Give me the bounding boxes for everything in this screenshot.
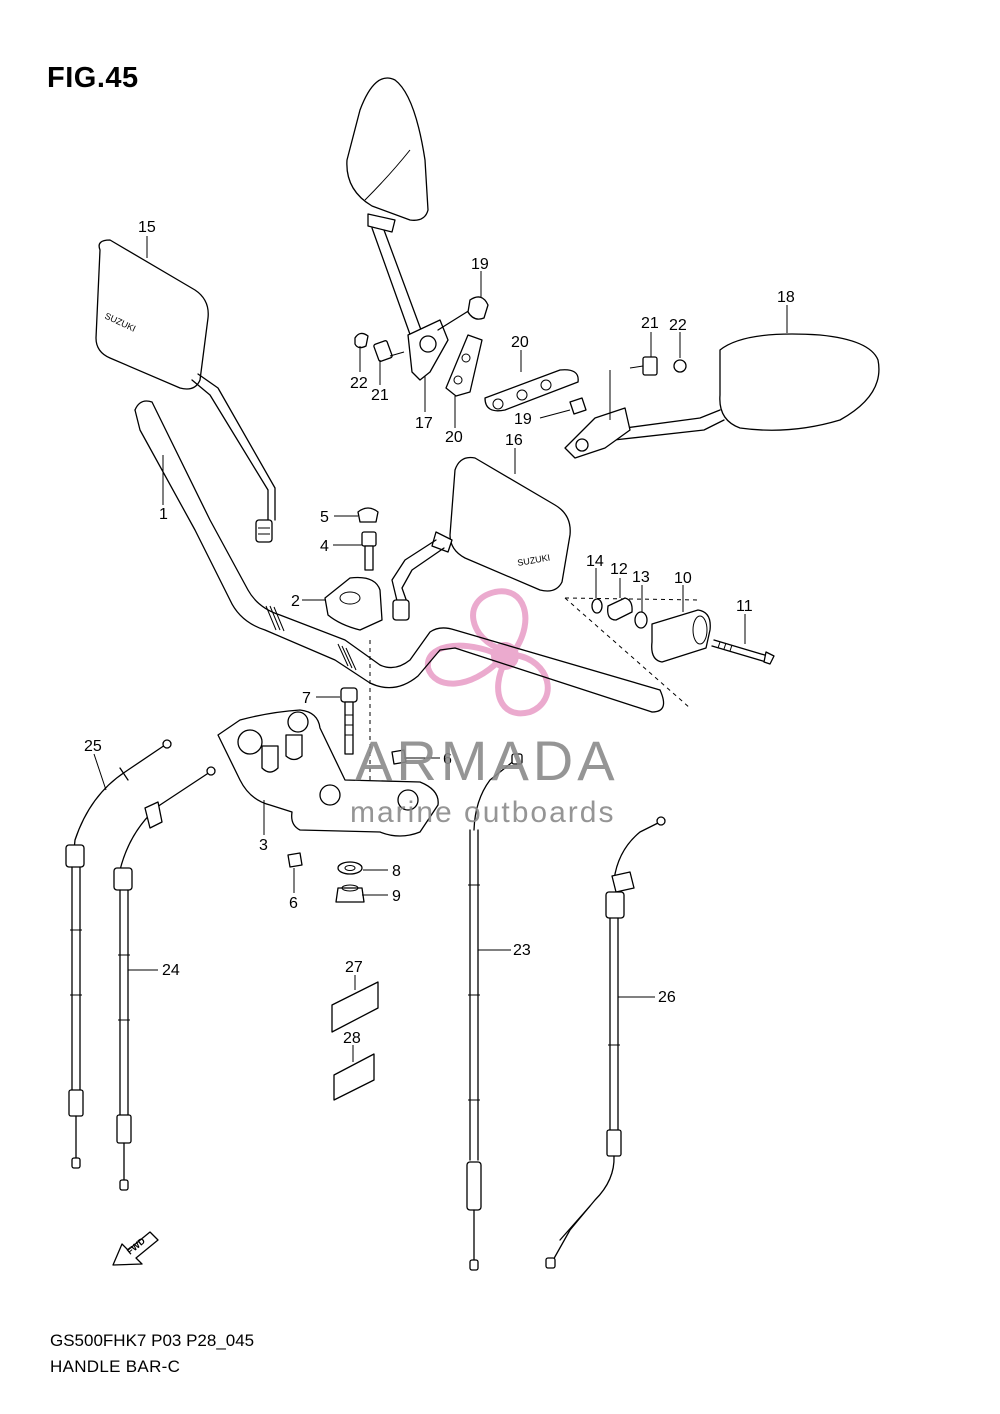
callout-20-left: 20 [445,429,463,446]
figure-title: FIG.45 [47,62,139,94]
screw-21-left [373,340,405,362]
propeller-blade [424,642,505,687]
callout-14: 14 [586,553,604,570]
callout-16: 16 [505,432,523,449]
callout-11: 11 [736,598,753,615]
upper-holder-2 [324,576,383,631]
screw-11 [711,639,775,665]
cap-22-left [354,332,369,349]
callout-22-right: 22 [669,317,687,334]
callout-21-left: 21 [371,387,389,404]
figure-name: HANDLE BAR-C [50,1357,181,1376]
callout-6-upper: 6 [443,751,452,768]
callout-17: 17 [415,415,433,432]
propeller-blade [495,651,551,717]
bolt-4 [361,531,377,571]
handlebar-grip-knurl [265,605,357,671]
callout-3: 3 [259,837,268,854]
clamp-20-horizontal [484,369,579,412]
callout-13: 13 [632,569,650,586]
callout-18: 18 [777,289,795,306]
bolt-7 [340,687,358,755]
callout-6-lower: 6 [289,895,298,912]
callout-22-left: 22 [350,375,368,392]
cable-23 [466,753,523,1271]
cable-25 [65,739,172,1169]
callout-7: 7 [302,690,311,707]
fwd-arrow-icon: FWD [112,1231,159,1266]
nut-9 [335,884,365,903]
callout-19-lower: 19 [514,411,532,428]
callout-21-right: 21 [641,315,659,332]
callout-20-right: 20 [511,334,529,351]
callout-1: 1 [159,506,168,523]
callout-numbers: 15 1 2 3 4 5 6 6 7 8 9 10 11 12 13 14 16… [84,219,795,1047]
mirror-left-15: SUZUKI [95,239,276,543]
watermark-brand: ARMADA [355,729,619,792]
propeller-hub [491,642,519,670]
cushion-6-upper [391,749,407,765]
mirror-center-16: SUZUKI [391,456,571,621]
handlebar-1 [134,400,701,830]
nut-13 [634,611,648,629]
leader-lines [93,236,788,1062]
screw-21-right [629,356,658,376]
callout-28: 28 [343,1030,361,1047]
holder-bracket-3 [217,709,439,837]
label-28 [333,1053,375,1101]
watermark: ARMADA marine outboards [350,729,619,829]
callout-23: 23 [513,942,531,959]
clamp-20-vertical [445,334,483,397]
watermark-logo [424,588,551,717]
watermark-tagline: marine outboards [350,796,615,829]
cable-24 [113,766,216,1191]
callout-24: 24 [162,962,180,979]
callout-12: 12 [610,561,628,578]
balancer-10 [651,609,711,663]
callout-10: 10 [674,570,692,587]
washer-14 [591,598,603,614]
mirror-upper-17 [346,77,489,381]
spacer-12 [607,597,633,621]
callout-4: 4 [320,538,329,555]
callout-9: 9 [392,888,401,905]
callout-27: 27 [345,959,363,976]
callout-2: 2 [291,593,300,610]
callout-25: 25 [84,738,102,755]
figure-code: GS500FHK7 P03 P28_045 [50,1331,255,1350]
label-27 [331,981,379,1033]
cushion-6-lower [287,852,303,868]
callout-15: 15 [138,219,156,236]
cable-26 [545,816,666,1269]
mirror-right-18 [564,333,880,459]
callout-8: 8 [392,863,401,880]
callout-26: 26 [658,989,676,1006]
propeller-blade [470,588,529,653]
cap-5 [357,507,379,523]
cap-22-right [673,359,687,373]
callout-5: 5 [320,509,329,526]
callout-19-upper: 19 [471,256,489,273]
washer-8 [337,861,363,875]
